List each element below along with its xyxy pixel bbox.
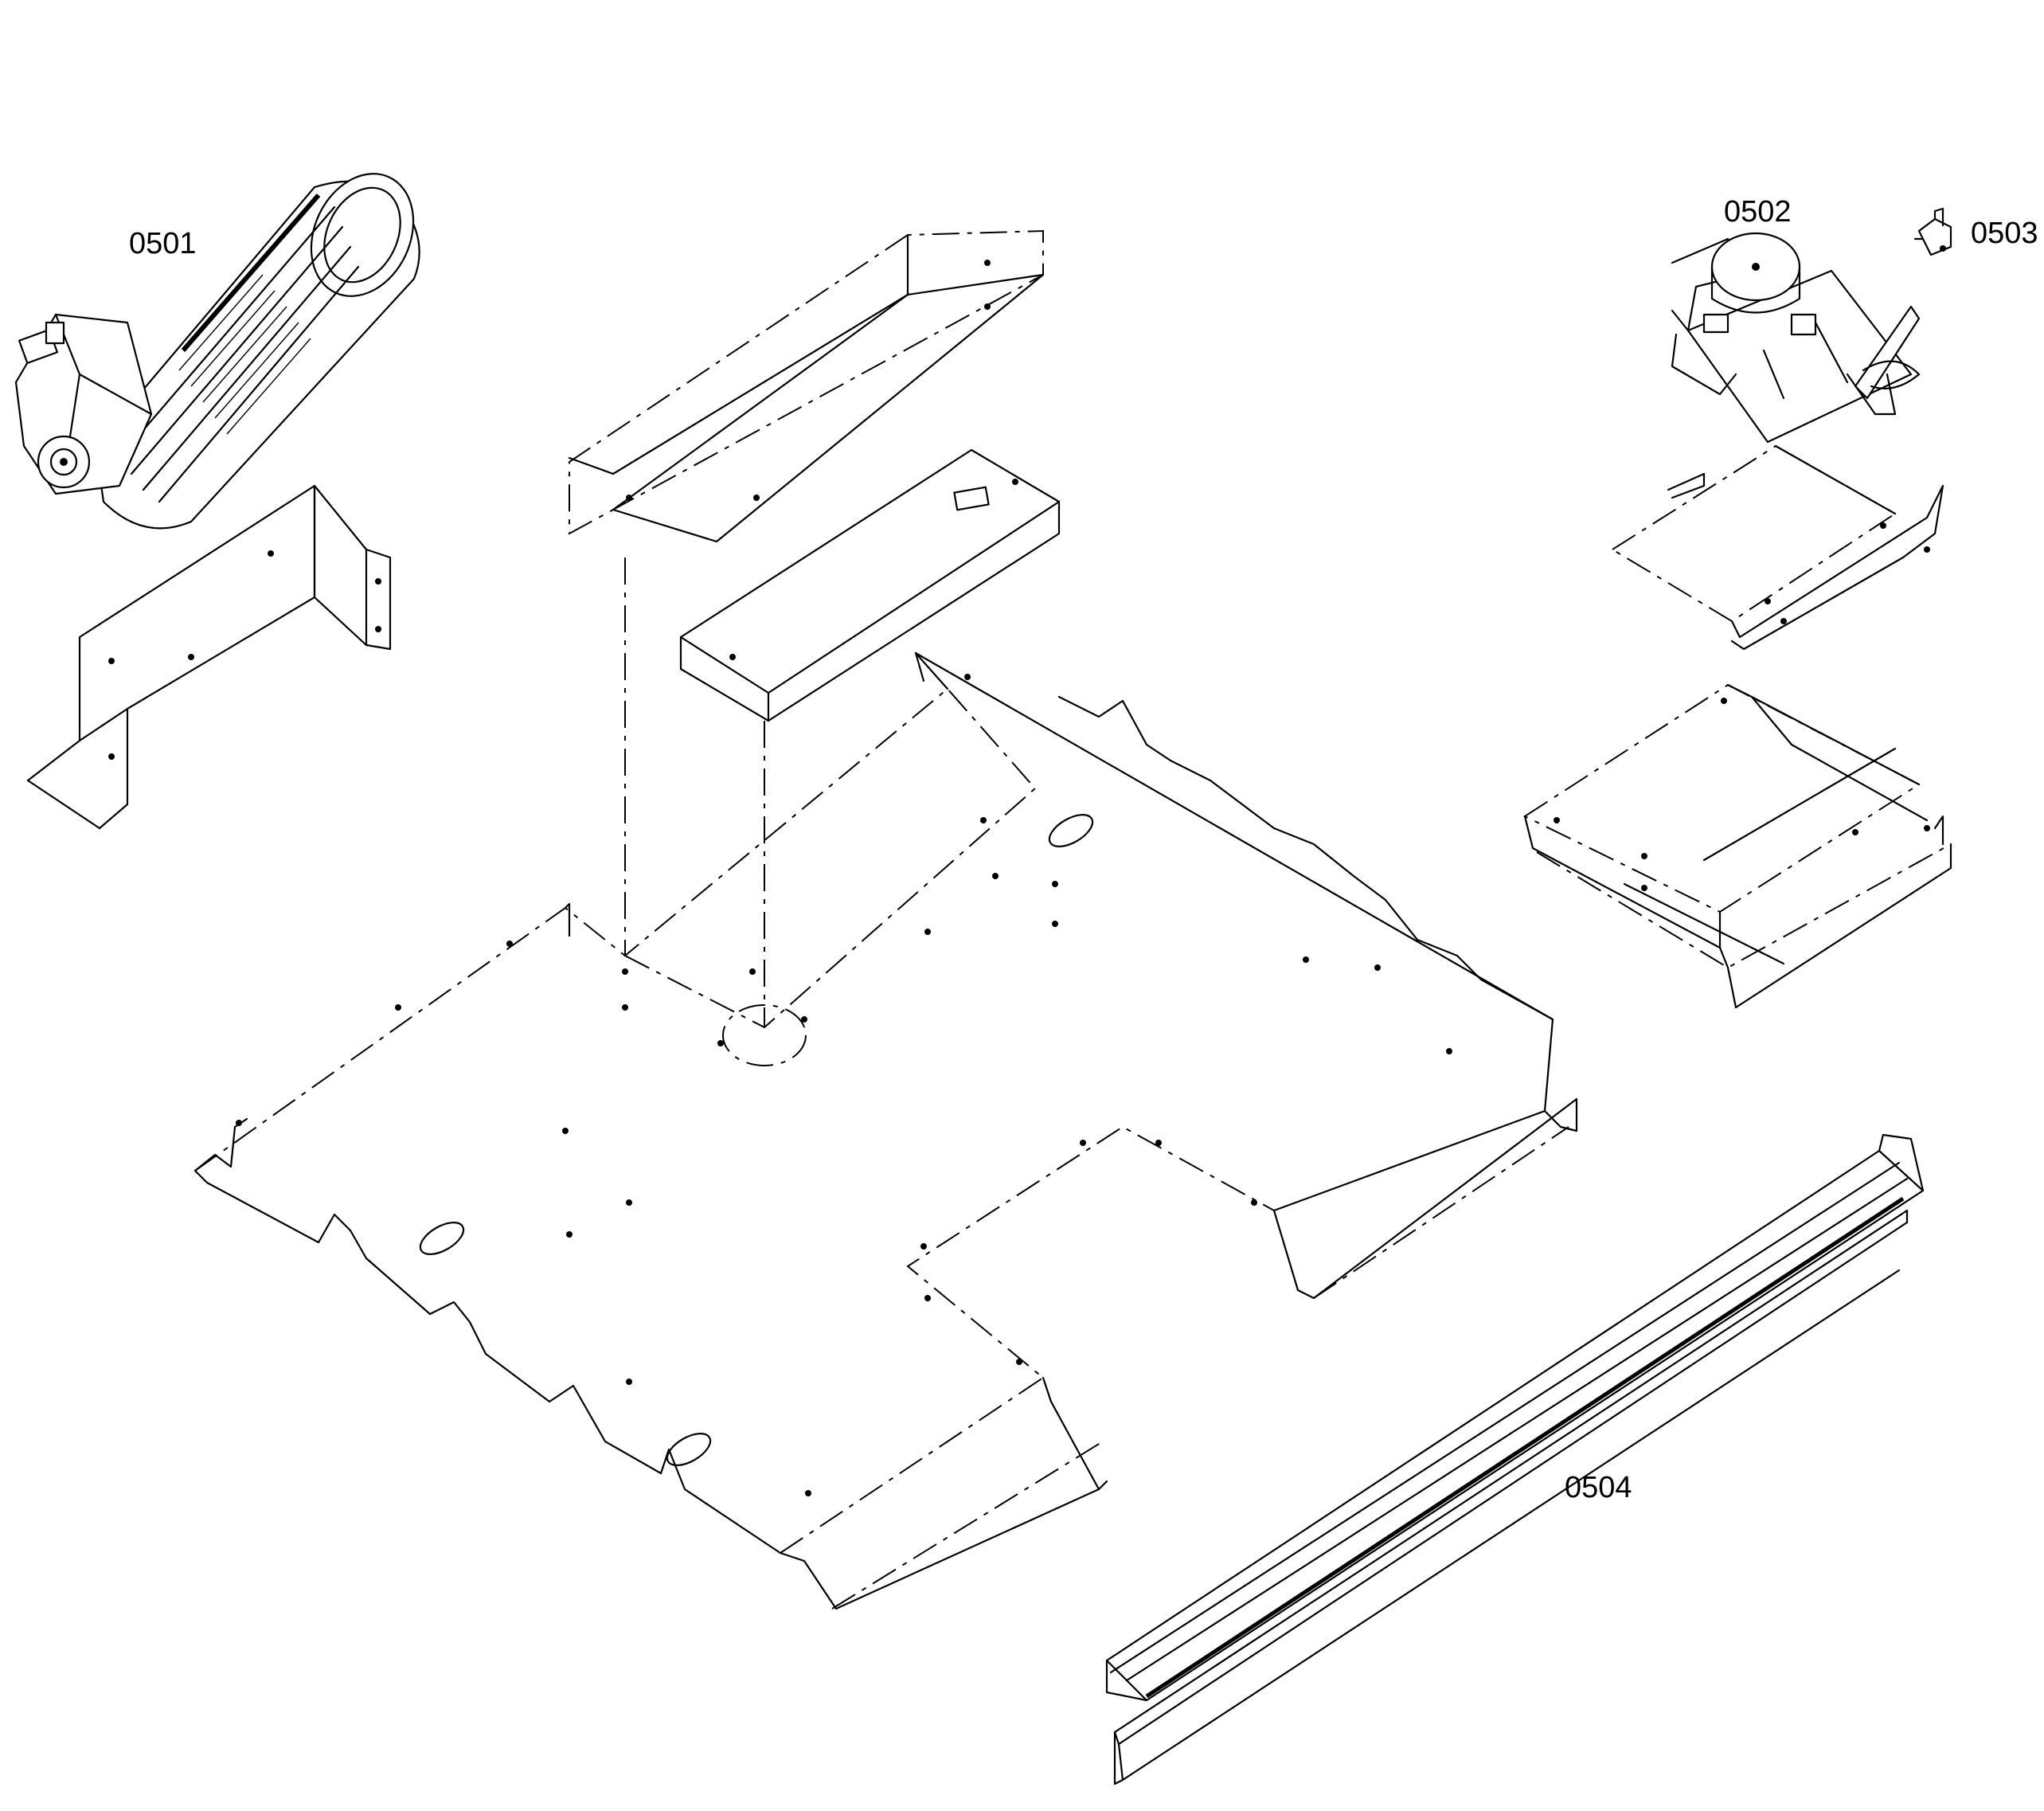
label-0502: 0502 [1724,195,1792,229]
thermostat-part[interactable] [1913,207,1952,256]
bottom-panel [193,651,1578,1610]
label-0501: 0501 [129,227,197,260]
duct-cover [679,448,1061,722]
fan-motor-part[interactable] [14,157,432,530]
upper-channel [568,229,1045,543]
fan-mounting-bracket [26,484,392,830]
label-0504: 0504 [1565,1471,1632,1504]
right-lower-tray [1522,683,1952,1009]
leader-lines [624,557,765,1027]
front-trim-part[interactable] [1105,1133,1925,1786]
label-0503: 0503 [1971,217,2038,250]
right-upper-bracket [1611,444,1944,651]
motor-bracket-part[interactable] [1671,232,1921,444]
